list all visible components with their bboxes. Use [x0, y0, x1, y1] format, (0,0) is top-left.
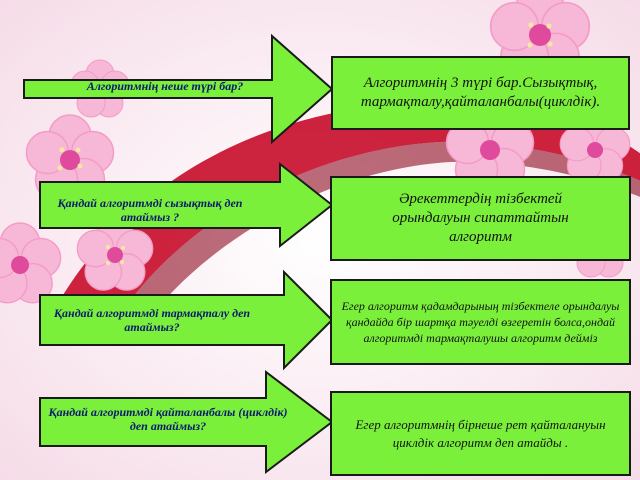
answer-text-3: Егер алгоритм қадамдарының тізбектеле ор… — [341, 299, 620, 345]
question-text-3: Қандай алгоритмді тармақталу деп атаймыз… — [53, 306, 251, 334]
question-text-1: Алгоритмнің неше түрі бар? — [86, 79, 244, 93]
answer-text-2: Әрекеттердің тізбектей орындалуын сипатт… — [392, 191, 569, 245]
answer-text-1: Алгоритмнің 3 түрі бар.Сызықтық, тармақт… — [360, 75, 601, 110]
answer-text-4: Егер алгоритмнің бірнеше рет қайталануын… — [355, 416, 606, 450]
answer-box-3: Егер алгоритм қадамдарының тізбектеле ор… — [330, 279, 631, 365]
question-arrow-2 — [38, 161, 334, 249]
answer-box-2: Әрекеттердің тізбектей орындалуын сипатт… — [330, 176, 631, 261]
question-text-2: Қандай алгоритмді сызықтық деп атаймыз ? — [57, 196, 243, 224]
question-text-4: Қандай алгоритмді қайталанбалы (циклдік)… — [48, 405, 288, 433]
question-arrow-4 — [38, 369, 334, 475]
question-arrow-1 — [22, 33, 334, 145]
answer-box-1: Алгоритмнің 3 түрі бар.Сызықтық, тармақт… — [331, 56, 630, 130]
question-arrow-3 — [38, 269, 334, 371]
answer-box-4: Егер алгоритмнің бірнеше рет қайталануын… — [330, 391, 631, 476]
